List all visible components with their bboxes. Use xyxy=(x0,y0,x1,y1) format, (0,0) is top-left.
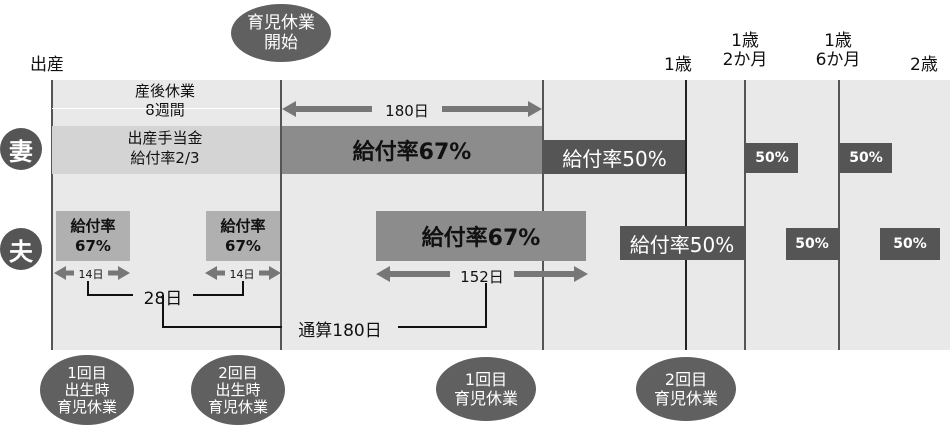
bubble-first-childcare-leave: 1回目 育児休業 xyxy=(436,357,536,421)
husband-rate67-main: 給付率67% xyxy=(376,211,586,261)
bracket-total-right xyxy=(485,283,487,327)
line-birth xyxy=(51,80,53,350)
husband-50-tag-2: 50% xyxy=(880,228,940,260)
wife-rate67-bar: 給付率67% xyxy=(282,126,542,174)
leave-start-bubble: 育児休業 開始 xyxy=(231,4,331,62)
wife-label: 妻 xyxy=(0,128,42,170)
birth-label: 出産 xyxy=(30,55,64,75)
husband-rate67-b: 給付率 67% xyxy=(206,211,280,261)
husband-rate50-bar: 給付率50% xyxy=(620,226,744,260)
bracket-28-right xyxy=(242,281,244,295)
days-180-label: 180日 xyxy=(372,100,442,121)
line-leave-start xyxy=(280,80,282,350)
line-age1 xyxy=(685,80,687,350)
bracket-28-left xyxy=(87,281,89,295)
husband-50-tag-1: 50% xyxy=(786,228,838,260)
days-14-a: 14日 xyxy=(74,266,108,282)
husband-rate67-a: 給付率 67% xyxy=(56,211,130,261)
maternity-leave-label: 産後休業 8週間 xyxy=(134,82,195,119)
total-180-label: 通算180日 xyxy=(282,316,398,341)
bubble-second-childcare-leave: 2回目 育児休業 xyxy=(636,357,736,421)
days-152-label: 152日 xyxy=(450,266,514,287)
age1-6m-label: 1歳 6か月 xyxy=(815,31,861,70)
maternity-benefit-label: 出産手当金 給付率2/3 xyxy=(127,129,203,167)
line-age1-2m xyxy=(744,80,746,350)
age1-2m-label: 1歳 2か月 xyxy=(722,31,768,70)
husband-label: 夫 xyxy=(0,228,42,270)
wife-rate50-bar: 給付率50% xyxy=(544,140,685,174)
bracket-total-left xyxy=(162,295,164,327)
wife-maternity-bar xyxy=(52,126,280,174)
days-14-b: 14日 xyxy=(225,266,259,282)
line-age1-6m xyxy=(838,80,840,350)
bubble-second-birth-leave: 2回目 出生時 育児休業 xyxy=(191,355,285,425)
age2-label: 2歳 xyxy=(910,55,938,75)
bubble-first-birth-leave: 1回目 出生時 育児休業 xyxy=(40,355,134,425)
wife-50-tag-2: 50% xyxy=(840,143,892,173)
maternity-leave-line xyxy=(52,108,280,109)
wife-50-tag-1: 50% xyxy=(746,143,798,173)
age1-label: 1歳 xyxy=(664,55,692,75)
